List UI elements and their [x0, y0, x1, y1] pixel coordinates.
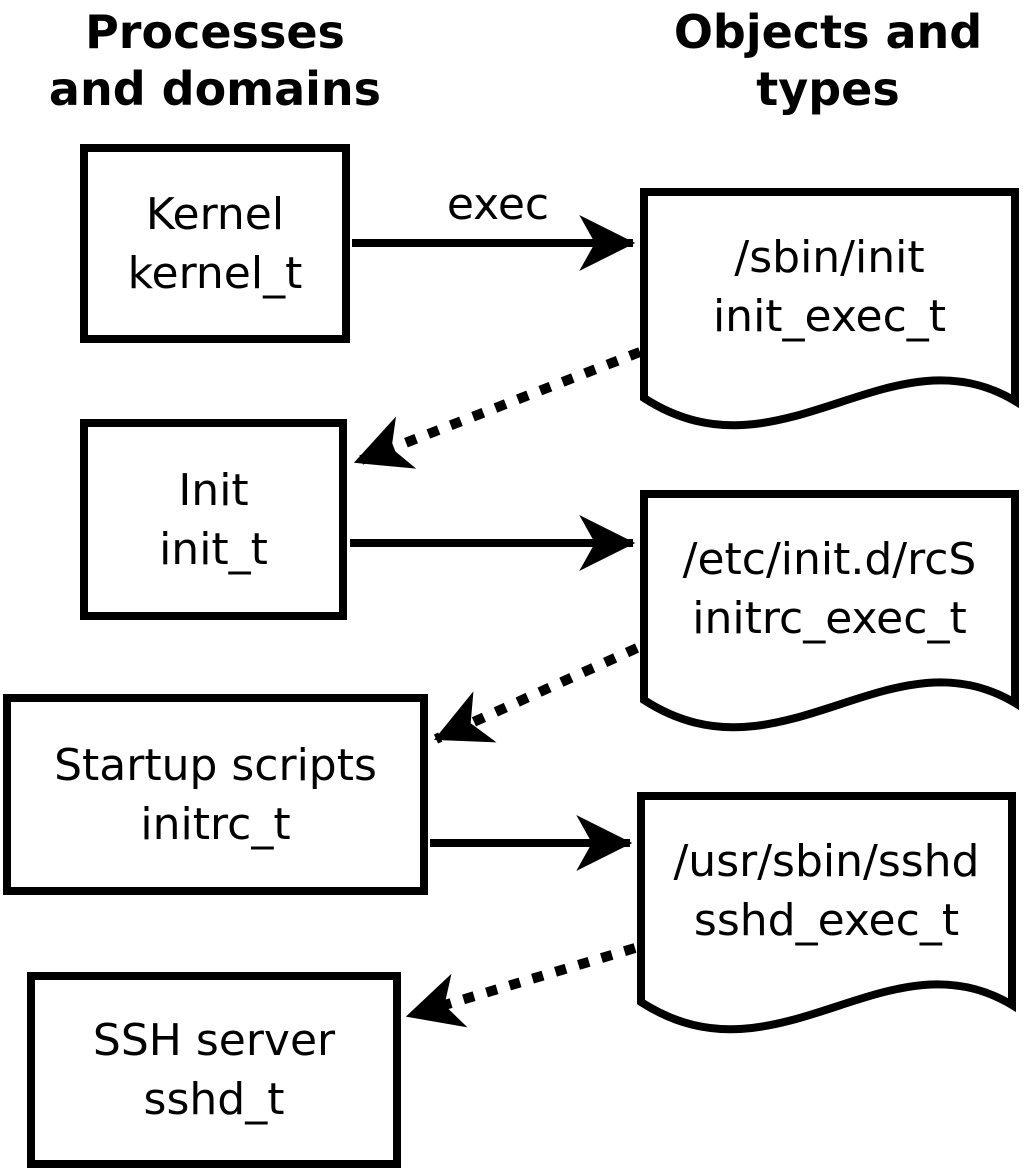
process-box-init: Init init_t [80, 419, 347, 620]
transition-arrow-sbin-init-to-init [353, 347, 642, 469]
right-column-header: Objects and types [638, 4, 1018, 118]
object-path: /usr/sbin/sshd [673, 836, 980, 887]
object-type: initrc_exec_t [692, 593, 967, 644]
process-box-kernel: Kernel kernel_t [80, 144, 350, 343]
process-label: Init [178, 464, 249, 516]
process-label: Kernel [145, 188, 285, 240]
process-box-ssh-server: SSH server sshd_t [27, 972, 401, 1168]
object-path: /sbin/init [734, 232, 925, 283]
transition-arrow-rcS-to-startup-scripts [433, 643, 640, 744]
left-header-line2: and domains [48, 62, 382, 116]
process-domain: initrc_t [140, 798, 291, 850]
exec-edge-label: exec [446, 179, 550, 230]
document-shape-outline [637, 792, 1016, 1034]
process-box-startup-scripts: Startup scripts initrc_t [3, 694, 428, 895]
right-header-line2: types [756, 62, 900, 116]
left-header-line1: Processes [85, 5, 345, 59]
process-label: SSH server [92, 1015, 336, 1066]
object-doc-etc-init-d-rcS: /etc/init.d/rcS initrc_exec_t [640, 490, 1019, 736]
object-path: /etc/init.d/rcS [682, 534, 977, 585]
transition-arrow-sshd-to-ssh-server [405, 943, 637, 1028]
process-domain: init_t [159, 523, 268, 575]
process-label: Startup scripts [54, 739, 377, 791]
object-type: sshd_exec_t [693, 895, 960, 946]
document-shape-outline [640, 490, 1019, 732]
process-domain: kernel_t [127, 247, 303, 299]
document-shape-outline [640, 188, 1019, 430]
right-header-line1: Objects and [673, 5, 983, 59]
object-doc-usr-sbin-sshd: /usr/sbin/sshd sshd_exec_t [637, 792, 1016, 1038]
left-column-header: Processes and domains [25, 4, 405, 118]
process-domain: sshd_t [143, 1074, 285, 1125]
object-doc-sbin-init: /sbin/init init_exec_t [640, 188, 1019, 434]
object-type: init_exec_t [712, 291, 947, 342]
